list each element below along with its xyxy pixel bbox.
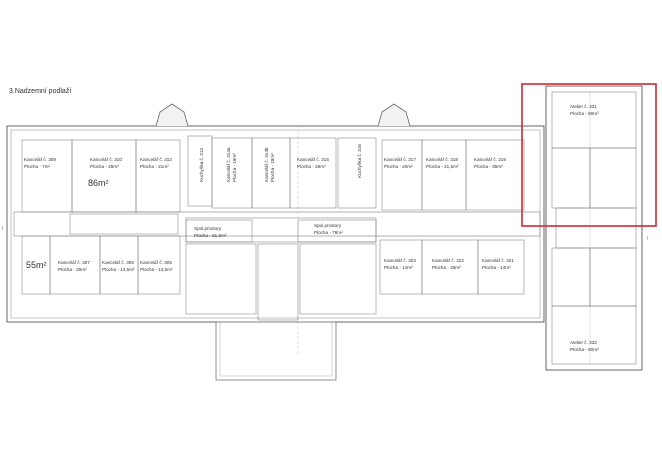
right-wing-service bbox=[551, 147, 591, 209]
label-sp2-1: Spol.prostory bbox=[314, 223, 342, 228]
label-k318-2: Plocha - 21,5m² bbox=[426, 164, 459, 169]
label-k313: Kuchyňka č. 313 bbox=[199, 148, 204, 182]
label-k321-1: Kancelář č. 321 bbox=[482, 258, 514, 263]
label-k309-2: Plocha - 7m² bbox=[24, 164, 51, 169]
room-k318[interactable] bbox=[421, 139, 467, 211]
big-label-55: 55m² bbox=[26, 260, 47, 270]
room-k310[interactable] bbox=[71, 139, 137, 213]
room-k306[interactable] bbox=[99, 235, 139, 295]
right-wing-stair bbox=[555, 207, 637, 249]
label-k318-1: Kancelář č. 318 bbox=[426, 157, 458, 162]
right-wing bbox=[545, 85, 643, 371]
label-k322-1: Kancelář č. 322 bbox=[432, 258, 464, 263]
label-sp2-2: Plocha - 78m² bbox=[314, 230, 343, 235]
right-wing-service-2 bbox=[551, 247, 591, 307]
label-k314a-1: Kancelář č. 314a bbox=[226, 147, 231, 182]
label-k316: Kuchyňka č. 316 bbox=[357, 144, 362, 178]
room-k321[interactable] bbox=[477, 239, 525, 295]
balcony-inner bbox=[219, 321, 333, 377]
label-k305-1: Kancelář č. 305 bbox=[140, 260, 172, 265]
highlight-frame bbox=[521, 83, 657, 227]
room-k305[interactable] bbox=[137, 235, 181, 295]
balcony bbox=[215, 321, 337, 381]
building-outline bbox=[6, 125, 545, 323]
room-sp1[interactable] bbox=[185, 219, 253, 243]
wc-block-right bbox=[299, 243, 377, 315]
left-tower bbox=[155, 103, 189, 127]
label-a331-1: Atelier č. 331 bbox=[570, 104, 597, 109]
label-k317-2: Plocha - 20m² bbox=[384, 164, 413, 169]
label-k322-2: Plocha - 28m² bbox=[432, 265, 461, 270]
big-label-86: 86m² bbox=[88, 178, 109, 188]
label-k305-2: Plocha - 13,5m² bbox=[140, 267, 173, 272]
room-a331[interactable] bbox=[551, 91, 637, 149]
room-k312[interactable] bbox=[135, 139, 181, 213]
label-k310-1: Kancelář č. 310 bbox=[90, 157, 122, 162]
corridor bbox=[13, 211, 541, 237]
plan-title: 3.Nadzemní podlaží bbox=[9, 88, 72, 95]
label-k315-2: Plocha - 28m² bbox=[297, 164, 326, 169]
corridor-grey-left bbox=[69, 213, 179, 235]
label-k307-1: Kancelář č. 307 bbox=[58, 260, 90, 265]
label-k312-1: Kancelář č. 312 bbox=[140, 157, 172, 162]
label-k314b-1: Kancelář č. 314b bbox=[264, 147, 269, 182]
label-sp1-2: Plocha - 61,5m² bbox=[194, 233, 227, 238]
wc-block-left bbox=[185, 243, 257, 315]
label-k314b-2: Plocha - 18m² bbox=[270, 153, 275, 182]
room-k319[interactable] bbox=[465, 139, 525, 211]
label-sp1-1: Spol.prostory bbox=[194, 226, 222, 231]
label-k309-1: Kancelář č. 309 bbox=[24, 157, 56, 162]
label-k317-1: Kancelář č. 317 bbox=[384, 157, 416, 162]
room-k309[interactable] bbox=[21, 139, 73, 213]
label-a332-1: Atelier č. 332 bbox=[570, 340, 597, 345]
room-k315[interactable] bbox=[289, 137, 337, 209]
label-k306-1: Kancelář č. 306 bbox=[102, 260, 134, 265]
stair-block bbox=[257, 243, 299, 321]
label-k315-1: Kancelář č. 315 bbox=[297, 157, 329, 162]
label-k321-2: Plocha - 14m² bbox=[482, 265, 511, 270]
room-a332[interactable] bbox=[551, 305, 637, 365]
section-marker-right: ↑ bbox=[646, 236, 649, 242]
label-k319-1: Kancelář č. 319 bbox=[474, 157, 506, 162]
room-k316[interactable] bbox=[337, 137, 377, 209]
label-k314a-2: Plocha - 19m² bbox=[232, 153, 237, 182]
label-k323-2: Plocha - 14m² bbox=[384, 265, 413, 270]
label-k312-2: Plocha - 21m² bbox=[140, 164, 169, 169]
label-k306-2: Plocha - 13,5m² bbox=[102, 267, 135, 272]
label-k307-2: Plocha - 28m² bbox=[58, 267, 87, 272]
right-tower bbox=[377, 103, 411, 127]
label-k319-2: Plocha - 38m² bbox=[474, 164, 503, 169]
label-k310-2: Plocha - 28m² bbox=[90, 164, 119, 169]
label-a331-2: Plocha - 60m² bbox=[570, 111, 599, 116]
room-k307[interactable] bbox=[49, 235, 101, 295]
right-wing-room-3[interactable] bbox=[589, 247, 637, 307]
section-marker-left: ↑ bbox=[1, 226, 4, 232]
label-a332-2: Plocha - 60m² bbox=[570, 347, 599, 352]
label-k323-1: Kancelář č. 323 bbox=[384, 258, 416, 263]
room-k317[interactable] bbox=[381, 139, 423, 211]
right-wing-room-2[interactable] bbox=[589, 147, 637, 209]
